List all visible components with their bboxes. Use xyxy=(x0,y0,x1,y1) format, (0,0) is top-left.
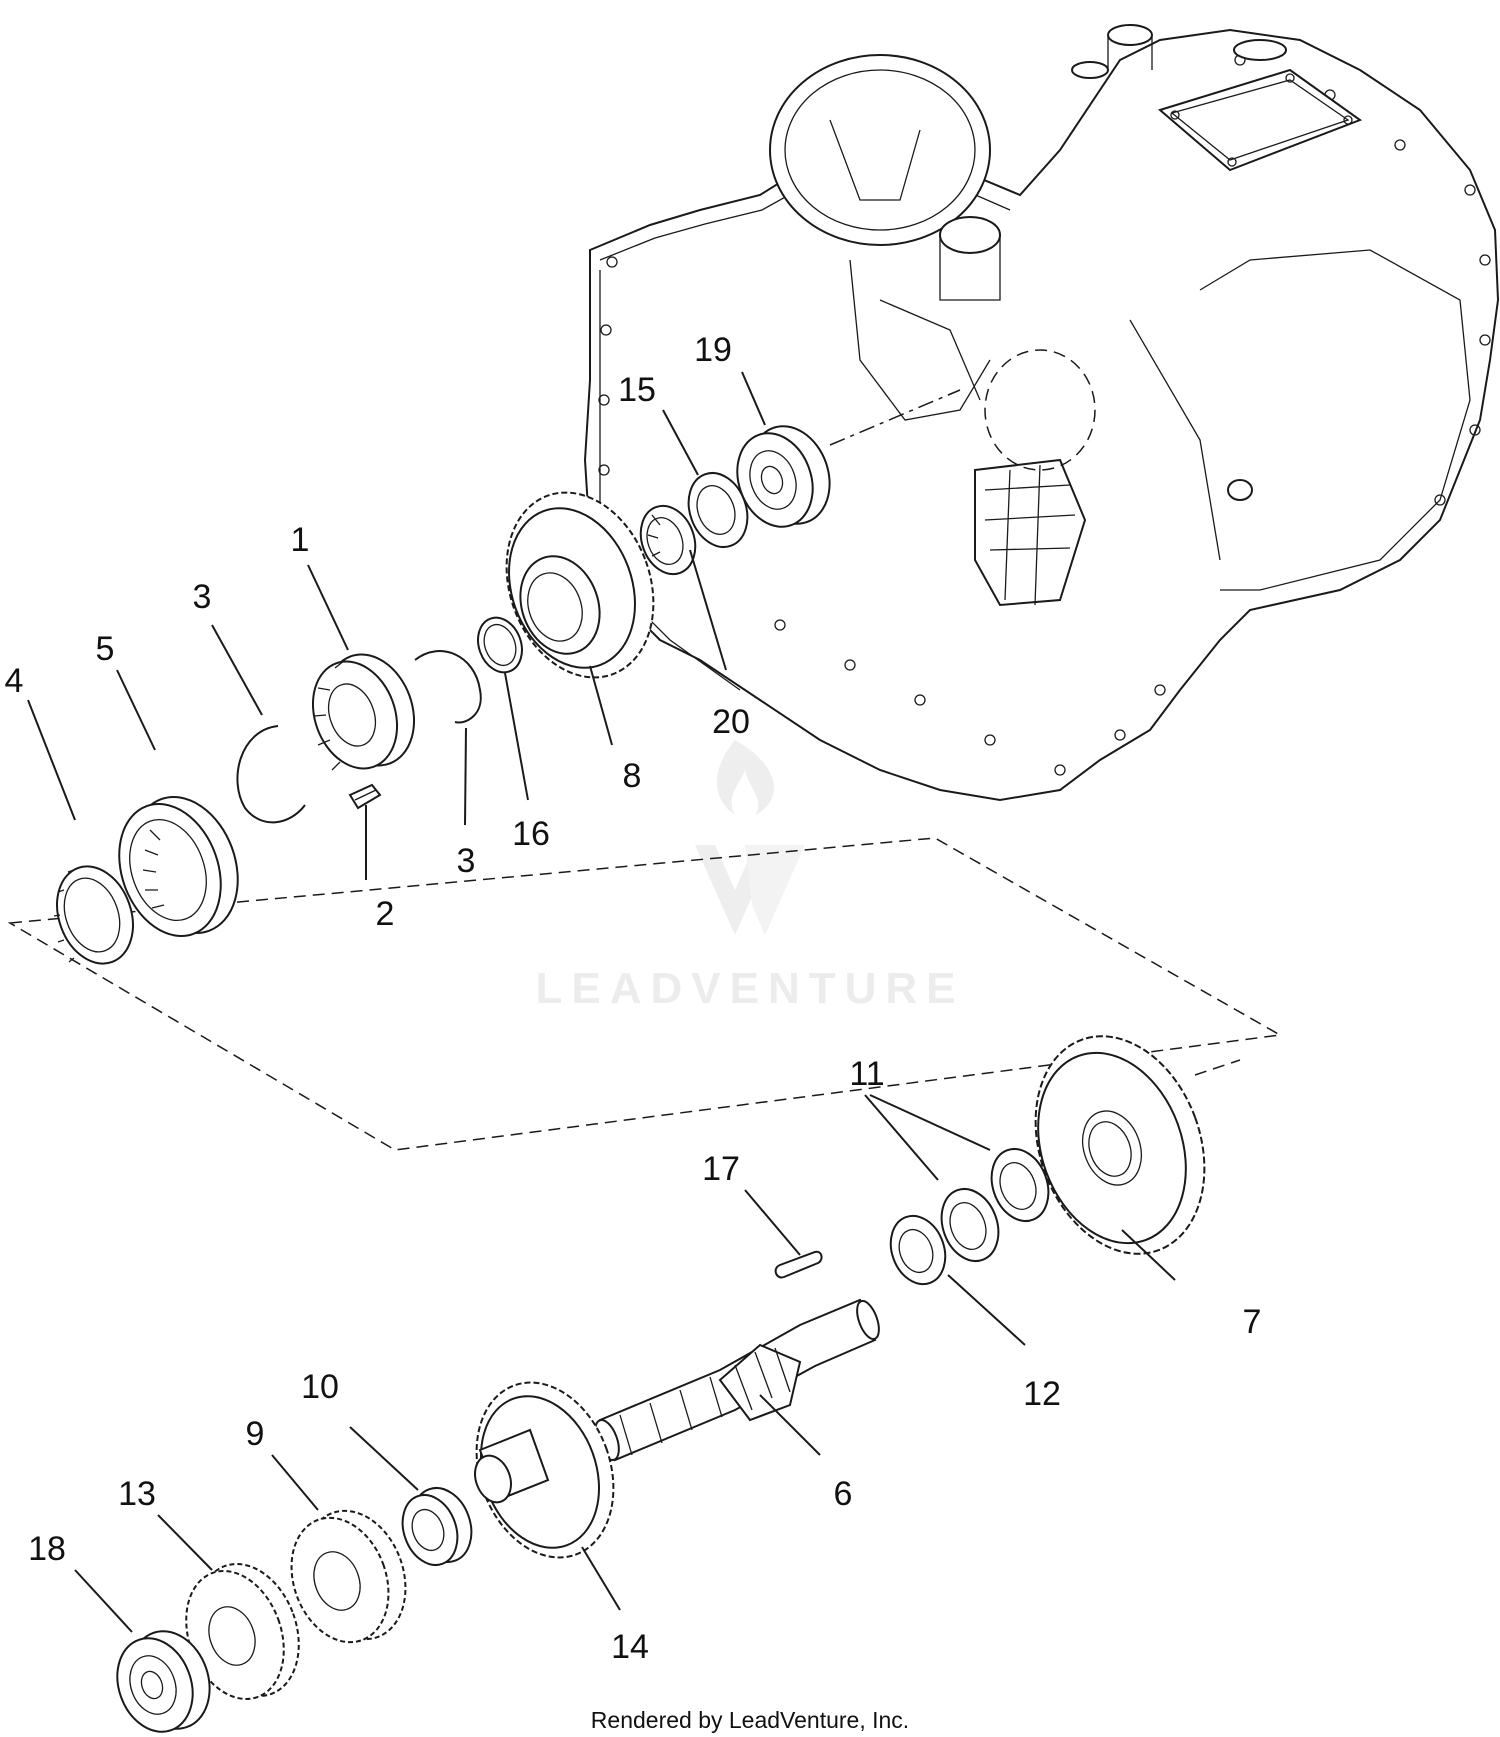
part-3-snap-ring-right xyxy=(414,650,482,724)
label-1: 1 xyxy=(291,521,310,559)
label-3-right: 3 xyxy=(457,842,476,880)
label-12: 12 xyxy=(1023,1375,1061,1413)
part-labels: 1 2 3 3 4 5 6 7 8 9 10 11 12 13 14 15 16… xyxy=(5,331,1262,1666)
part-10-collar xyxy=(401,1487,473,1566)
label-9: 9 xyxy=(246,1415,265,1453)
label-8: 8 xyxy=(623,757,642,795)
label-17: 17 xyxy=(702,1150,740,1188)
label-16: 16 xyxy=(512,815,550,853)
upper-axis-line xyxy=(829,389,961,446)
label-2: 2 xyxy=(376,895,395,933)
label-4: 4 xyxy=(5,662,24,700)
label-7: 7 xyxy=(1243,1303,1262,1341)
rendered-by-credit: Rendered by LeadVenture, Inc. xyxy=(591,1707,909,1733)
part-11-needle-bearings xyxy=(940,1148,1050,1262)
leader-lines xyxy=(27,371,1176,1633)
part-16-retaining-ring xyxy=(477,616,523,674)
part-1-synchronizer-hub xyxy=(311,653,416,771)
label-19: 19 xyxy=(694,331,732,369)
gear-7-axis-line xyxy=(1194,1059,1241,1076)
part-4-synchronizer-ring xyxy=(53,865,134,965)
part-7-large-gear xyxy=(1034,1035,1206,1255)
part-9-gear xyxy=(290,1509,407,1644)
watermark-text: LEADVENTURE xyxy=(535,964,964,1013)
label-6: 6 xyxy=(834,1475,853,1513)
part-12-collar xyxy=(889,1214,947,1286)
label-14: 14 xyxy=(611,1628,649,1666)
part-17-key xyxy=(774,1250,823,1279)
label-3-left: 3 xyxy=(193,578,212,616)
part-3-snap-ring-left xyxy=(236,725,306,824)
part-14-gear xyxy=(474,1381,615,1559)
watermark-logo-icon xyxy=(695,740,805,935)
label-5: 5 xyxy=(96,630,115,668)
flange-bolt-holes xyxy=(598,54,1491,776)
part-8-gear xyxy=(505,491,655,679)
label-18: 18 xyxy=(28,1530,66,1568)
part-5-coupling-sleeve xyxy=(118,796,239,937)
part-19-ball-bearing xyxy=(736,425,831,528)
part-6-shaft xyxy=(594,1298,880,1462)
part-20-needle-bearing xyxy=(639,504,697,576)
label-15: 15 xyxy=(618,371,656,409)
part-18-ball-bearing xyxy=(116,1630,211,1733)
label-20: 20 xyxy=(712,703,750,741)
label-11: 11 xyxy=(849,1055,884,1093)
assembly-boundary-box xyxy=(7,837,1283,1151)
transmission-housing xyxy=(583,24,1500,802)
part-2-shifting-key xyxy=(348,783,382,810)
label-13: 13 xyxy=(118,1475,156,1513)
label-10: 10 xyxy=(301,1368,339,1406)
